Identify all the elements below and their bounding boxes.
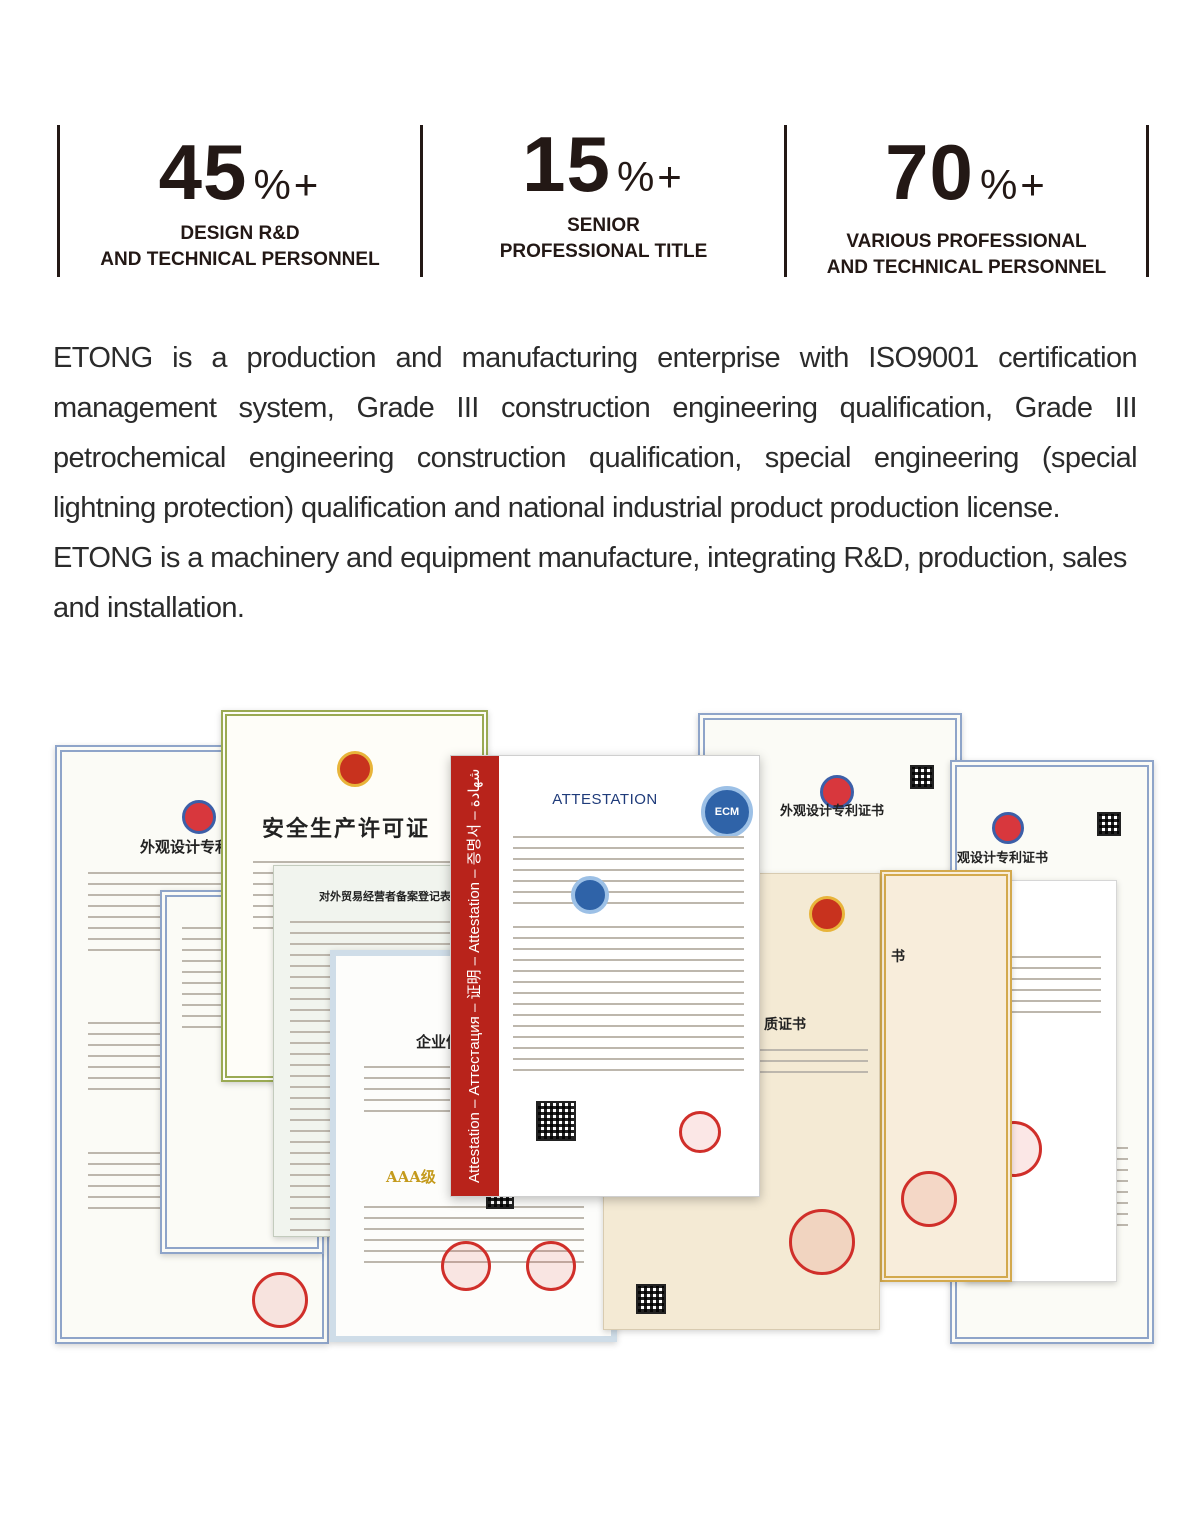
certificate-text — [512, 926, 744, 1080]
stat-value: 70%+ — [787, 133, 1146, 211]
certificate-title: 安全生产许可证 — [262, 816, 431, 842]
divider — [57, 125, 60, 277]
qr-code-icon — [910, 765, 934, 789]
stat-senior-title: 15%+ SENIOR PROFESSIONAL TITLE — [423, 125, 784, 265]
credit-grade: AAA级 — [386, 1168, 436, 1186]
certificate-title: 外观设计专利 — [140, 838, 231, 856]
certificate-title: 企业信 — [416, 1033, 462, 1051]
national-emblem-icon — [809, 896, 845, 932]
stats-section: 45%+ DESIGN R&D AND TECHNICAL PERSONNEL … — [0, 125, 1200, 278]
stat-label-line: VARIOUS PROFESSIONAL — [846, 231, 1087, 252]
stat-label-line: AND TECHNICAL PERSONNEL — [100, 249, 380, 270]
stat-label-line: DESIGN R&D — [180, 223, 300, 244]
stat-value: 15%+ — [423, 125, 784, 203]
red-seal-icon — [789, 1209, 855, 1275]
gold-certificate: 书 — [880, 870, 1012, 1282]
stat-number: 45 — [158, 128, 248, 216]
qr-code-icon — [536, 1101, 576, 1141]
stat-suffix: %+ — [979, 161, 1048, 208]
stat-label-line: AND TECHNICAL PERSONNEL — [826, 257, 1107, 278]
attestation-certificate: Attestation – Аттестация – 证明 – Attestat… — [450, 755, 760, 1197]
stat-suffix: %+ — [616, 153, 685, 200]
stat-label: SENIOR PROFESSIONAL TITLE — [423, 213, 784, 265]
ecm-mark-icon — [571, 876, 609, 914]
national-emblem-icon — [337, 751, 373, 787]
certificates-collage: 外观设计专利 安全生产许可证 对外贸易经营者备案登记表 企业信 AAA级 外观设… — [55, 705, 1154, 1344]
patent-logo-icon — [992, 812, 1024, 844]
certificate-text — [512, 836, 744, 913]
certificate-title: 书 — [891, 949, 905, 965]
stat-value: 45%+ — [60, 133, 420, 211]
patent-logo-icon — [820, 775, 854, 809]
stat-label: VARIOUS PROFESSIONAL AND TECHNICAL PERSO… — [787, 229, 1146, 281]
stat-design-rd: 45%+ DESIGN R&D AND TECHNICAL PERSONNEL — [60, 133, 420, 273]
ecm-logo-icon: ECM — [701, 786, 753, 838]
certificate-title: 质证书 — [764, 1017, 806, 1033]
certificate-title: 对外贸易经营者备案登记表 — [319, 890, 451, 903]
company-description: ETONG is a production and manufacturing … — [53, 333, 1138, 633]
certificate-title: ATTESTATION — [552, 791, 658, 808]
description-paragraph: ETONG is a production and manufacturing … — [53, 342, 1138, 524]
stat-number: 70 — [885, 128, 974, 216]
certificate-text — [981, 956, 1101, 1022]
red-seal-icon — [526, 1241, 576, 1291]
patent-logo-icon — [182, 800, 216, 834]
qr-code-icon — [1097, 812, 1121, 836]
certificate-title: 外观设计专利证书 — [780, 804, 885, 819]
divider — [784, 125, 787, 277]
stat-label-line: SENIOR — [567, 215, 640, 236]
stat-number: 15 — [522, 120, 611, 208]
red-seal-icon — [901, 1171, 957, 1227]
stat-suffix: %+ — [253, 161, 322, 208]
attestation-band: Attestation – Аттестация – 证明 – Attestat… — [451, 756, 499, 1196]
description-paragraph: ETONG is a machinery and equipment manuf… — [53, 542, 1127, 624]
qr-code-icon — [636, 1284, 666, 1314]
certificate-title: 观设计专利证书 — [957, 851, 1049, 866]
stat-label-line: PROFESSIONAL TITLE — [499, 241, 708, 262]
stat-various-personnel: 70%+ VARIOUS PROFESSIONAL AND TECHNICAL … — [787, 133, 1146, 281]
red-seal-icon — [679, 1111, 721, 1153]
red-seal-icon — [441, 1241, 491, 1291]
stat-label: DESIGN R&D AND TECHNICAL PERSONNEL — [60, 221, 420, 273]
red-seal-icon — [252, 1272, 308, 1328]
certificate-text — [755, 1049, 868, 1082]
divider — [420, 125, 423, 277]
attestation-band-text: Attestation – Аттестация – 证明 – Attestat… — [466, 768, 483, 1183]
divider — [1146, 125, 1149, 277]
